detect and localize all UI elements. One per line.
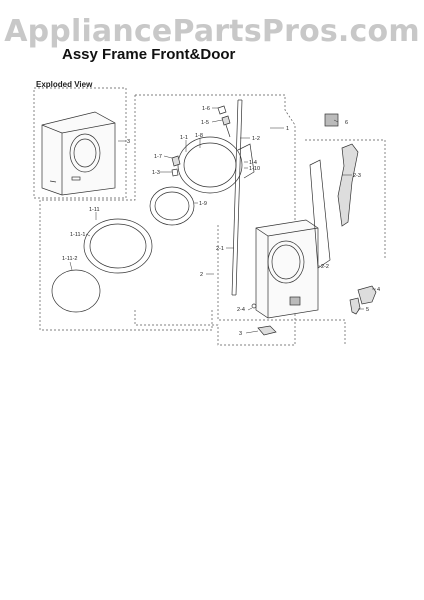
page-title: Assy Frame Front&Door [62,46,236,63]
screw-part [251,303,257,309]
frame-strip-part [231,99,243,296]
callout-1: 1 [286,126,289,132]
callout-1-11: 1-11 [89,207,100,213]
callout-2-3: 2-3 [353,173,361,179]
callout-3-bottom: 3 [239,331,242,337]
door-hook-part [171,155,181,177]
callout-1-8: 1-8 [195,133,203,139]
callout-2-4: 2-4 [237,307,245,313]
bottom-switch-part [257,325,277,336]
dryer-cabinet-part [33,87,127,199]
callout-5: 5 [366,307,369,313]
outer-door-glass-part [51,269,101,313]
callout-1-5: 1-5 [201,120,209,126]
filter-panel-part [324,113,339,127]
front-frame-panel-part [255,219,319,319]
callout-labels: 3 6 1-6 1-5 1-2 1 1-1 1-8 1-7 1-4 1-10 1… [62,106,380,337]
callout-1-11-1: 1-11-1 [70,232,86,238]
outer-door-ring-part [83,218,153,274]
callout-6: 6 [345,120,348,126]
side-panel-outline [309,159,331,269]
side-bracket-part [337,143,359,227]
assembly-1-dashed-box [39,94,386,346]
callout-3: 3 [127,139,130,145]
callout-1-4: 1-4 [249,160,257,166]
callout-1-2: 1-2 [252,136,260,142]
door-glass-ring-part [149,186,195,226]
latch-part-5 [349,297,361,315]
callout-1-6: 1-6 [202,106,210,112]
callout-2: 2 [200,272,203,278]
leader-lines [69,107,376,334]
callout-1-7: 1-7 [154,154,162,160]
callout-1-1: 1-1 [180,135,188,141]
callout-1-9: 1-9 [199,201,207,207]
callout-1-11-2: 1-11-2 [62,256,78,262]
callout-1-3: 1-3 [152,170,160,176]
door-frame-ring-part [177,136,255,194]
callout-4: 4 [377,287,380,293]
callout-1-10: 1-10 [249,166,260,172]
latch-part-4 [357,285,377,305]
callout-2-2: 2-2 [321,264,329,270]
watermark-text: AppliancePartsPros.com [4,14,420,49]
hinge-hardware-part [217,105,231,138]
exploded-view-label: Exploded View [36,80,93,89]
callout-2-1: 2-1 [216,246,224,252]
